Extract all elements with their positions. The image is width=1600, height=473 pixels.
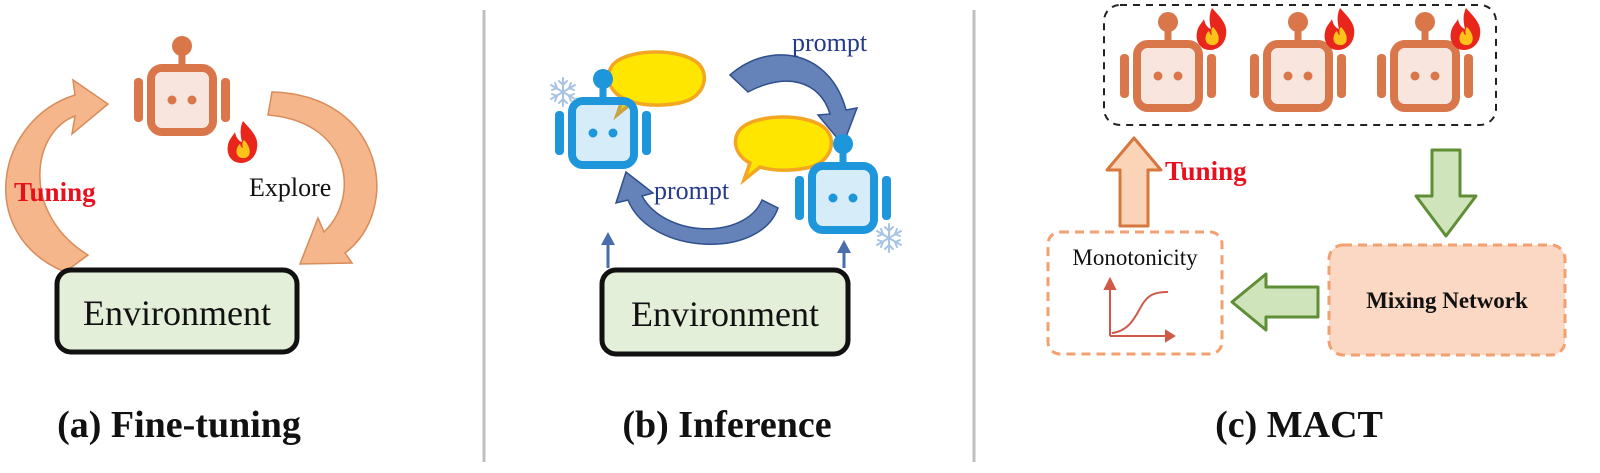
mixing-network-label: Mixing Network	[1366, 288, 1528, 313]
flame-icon-3	[1450, 8, 1481, 50]
panel-inference: prompt prompt Environment (b) Inference	[550, 28, 902, 446]
caption-inference: (b) Inference	[622, 404, 831, 446]
environment-label: Environment	[83, 293, 271, 333]
down-arrow	[1414, 148, 1478, 238]
explore-arrow	[267, 91, 378, 265]
prompt-label-top: prompt	[792, 28, 868, 57]
flame-icon	[227, 121, 258, 163]
tuning-label: Tuning	[14, 177, 96, 207]
agent-robot-icon	[134, 36, 230, 132]
mixing-network-box	[1327, 243, 1567, 357]
tuning-up-arrow	[1105, 136, 1163, 228]
flame-icon-2	[1324, 8, 1355, 50]
environment-box	[54, 267, 300, 355]
panel-mact: Tuning Mixing Network Monotonicity (c) M…	[1046, 4, 1567, 446]
environment-box	[599, 267, 851, 357]
tuning-label: Tuning	[1165, 156, 1247, 186]
monotonicity-label: Monotonicity	[1072, 245, 1198, 270]
snowflake-icon-left	[550, 77, 576, 107]
agent-group-box	[1103, 4, 1497, 126]
env-arrow-left	[601, 232, 615, 268]
monotonicity-box	[1046, 230, 1224, 356]
prompt-arrow-top	[728, 54, 859, 147]
caption-mact: (c) MACT	[1215, 404, 1383, 446]
explore-label: Explore	[249, 173, 331, 202]
caption-fine-tuning: (a) Fine-tuning	[57, 404, 301, 446]
tuning-arrow	[5, 78, 110, 273]
environment-label: Environment	[631, 294, 819, 334]
left-arrow	[1230, 272, 1320, 332]
monotonic-curve-icon	[1103, 276, 1176, 343]
env-arrow-right	[837, 240, 851, 268]
prompt-arrow-bottom	[614, 170, 779, 246]
prompt-label-bottom: prompt	[654, 176, 730, 205]
snowflake-icon-right	[876, 223, 902, 253]
flame-icon-1	[1196, 8, 1227, 50]
panel-fine-tuning: Tuning Explore Environment (a) Fine-tuni…	[5, 36, 378, 446]
